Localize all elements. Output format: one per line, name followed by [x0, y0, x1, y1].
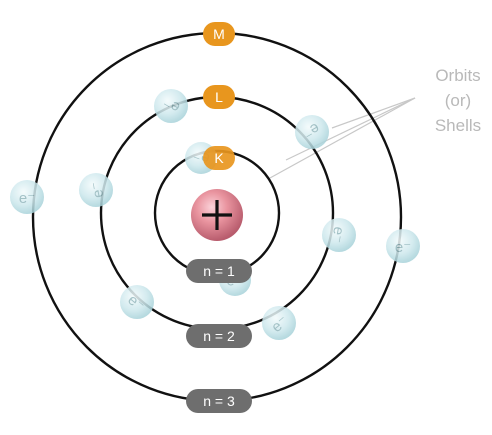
svg-text:n = 1: n = 1 — [203, 263, 235, 279]
svg-text:e⁻: e⁻ — [300, 119, 323, 142]
svg-text:M: M — [213, 26, 225, 42]
svg-text:K: K — [214, 150, 224, 166]
callout-line-2: (or) — [445, 91, 471, 110]
shell-badge-k: K — [203, 146, 235, 170]
plus-icon — [202, 200, 232, 230]
level-badge-n2: n = 2 — [186, 324, 252, 348]
electron: e⁻ — [120, 285, 154, 319]
orbits-callout: Orbits (or) Shells — [435, 66, 481, 135]
electron: e⁻ — [79, 173, 113, 207]
nucleus — [191, 189, 243, 241]
electron: e⁻ — [262, 306, 296, 340]
electron: e⁻ — [386, 229, 420, 263]
electron: e⁻ — [154, 89, 188, 123]
svg-text:e⁻: e⁻ — [160, 93, 183, 116]
svg-text:e⁻: e⁻ — [19, 190, 35, 207]
level-badge-n1: n = 1 — [186, 259, 252, 283]
svg-text:n = 3: n = 3 — [203, 393, 235, 409]
svg-text:n = 2: n = 2 — [203, 328, 235, 344]
svg-text:e⁻: e⁻ — [395, 239, 411, 256]
callout-line-3: Shells — [435, 116, 481, 135]
callout-leader-lines — [269, 97, 416, 179]
shell-badge-l: L — [203, 85, 235, 109]
electron: e⁻ — [322, 218, 356, 252]
shell-badge-m: M — [203, 22, 235, 46]
electron: e⁻ — [295, 115, 329, 149]
electron: e⁻ — [10, 180, 44, 214]
svg-text:e⁻: e⁻ — [328, 225, 348, 244]
level-badge-n3: n = 3 — [186, 389, 252, 413]
svg-text:e⁻: e⁻ — [88, 180, 108, 199]
callout-line-1: Orbits — [435, 66, 480, 85]
svg-text:L: L — [215, 89, 223, 105]
